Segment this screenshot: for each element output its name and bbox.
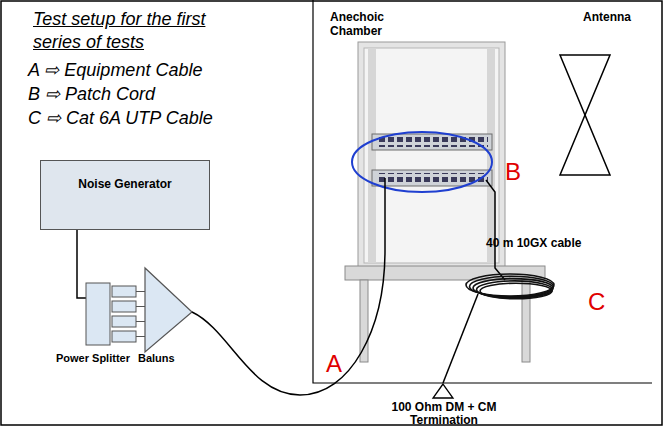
baluns [112,286,145,342]
termination-lead [443,294,478,383]
chamber-wall [313,0,652,383]
generator-box: Noise Generator [40,160,210,230]
cable-adapter [145,268,192,352]
part-label: Baluns [138,352,175,365]
area-label: Anechoic Chamber [330,10,410,39]
title: Test setup for the first series of tests [33,8,211,53]
termination-symbol [433,384,453,398]
legend-line: B ⇨ Patch Cord [28,84,155,106]
rack [358,42,505,268]
cable-coil [466,274,554,299]
legend-line: A ⇨ Equipment Cable [28,60,202,82]
callout-letter: A [326,350,342,379]
part-label: Power Splitter [56,352,130,365]
patch-cord [486,180,505,280]
generator-lead [77,230,86,298]
patch-cord-loop [352,132,492,192]
termination-label: 100 Ohm DM + CM Termination [376,401,512,426]
cable-label: 40 m 10GX cable [486,236,581,250]
node-text: Noise Generator [49,177,201,191]
power-splitter [86,283,110,345]
callout-letter: C [588,288,605,317]
legend-line: C ⇨ Cat 6A UTP Cable [28,108,213,130]
equipment-cable [192,178,385,395]
antenna-label: Antenna [583,10,631,24]
antenna-symbol [560,55,610,175]
callout-letter: B [505,158,521,187]
